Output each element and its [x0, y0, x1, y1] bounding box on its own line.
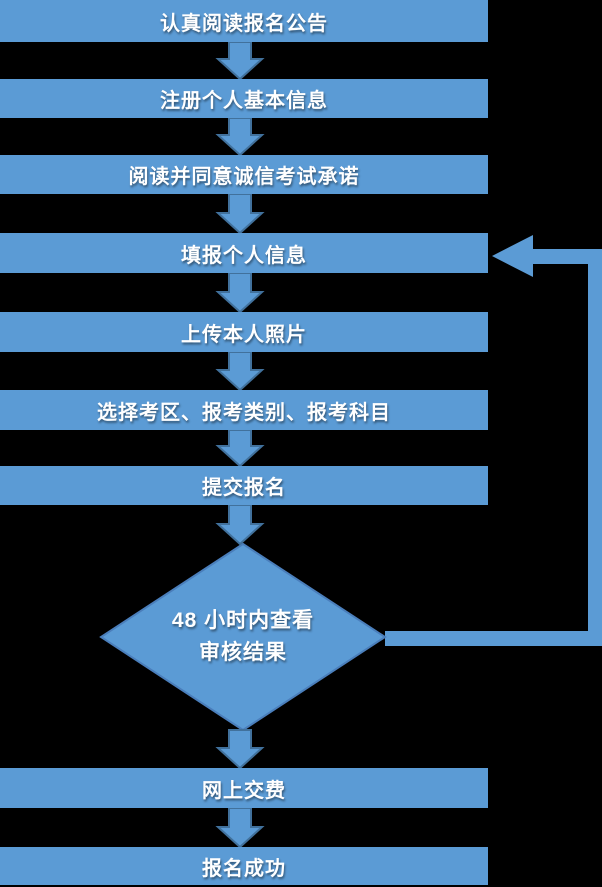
- step-read-announcement: 认真阅读报名公告: [0, 0, 488, 42]
- decision-check-review-result: 48 小时内查看 审核结果: [101, 544, 385, 730]
- down-arrow-icon-1: [215, 41, 265, 81]
- down-arrow-icon-6: [215, 429, 265, 468]
- down-arrow-icon-4: [215, 272, 265, 314]
- decision-line-1: 48 小时内查看: [171, 609, 315, 632]
- down-arrow-icon-3: [215, 193, 265, 235]
- down-arrow-icon-8: [215, 729, 265, 770]
- step-fill-personal-info: 填报个人信息: [0, 233, 488, 273]
- down-arrow-icon-9: [215, 807, 265, 849]
- down-arrow-icon-7: [215, 504, 265, 546]
- step-select-exam-area-category-subject: 选择考区、报考类别、报考科目: [0, 390, 488, 430]
- decision-line-2: 审核结果: [199, 641, 287, 664]
- step-upload-photo: 上传本人照片: [0, 312, 488, 352]
- step-pay-online: 网上交费: [0, 768, 488, 808]
- step-submit-registration: 提交报名: [0, 466, 488, 505]
- step-register-basic-info: 注册个人基本信息: [0, 79, 488, 118]
- step-agree-honest-exam-pledge: 阅读并同意诚信考试承诺: [0, 155, 488, 194]
- down-arrow-icon-2: [215, 117, 265, 157]
- step-registration-success: 报名成功: [0, 847, 488, 885]
- down-arrow-icon-5: [215, 351, 265, 392]
- feedback-arrow-icon: [385, 235, 602, 646]
